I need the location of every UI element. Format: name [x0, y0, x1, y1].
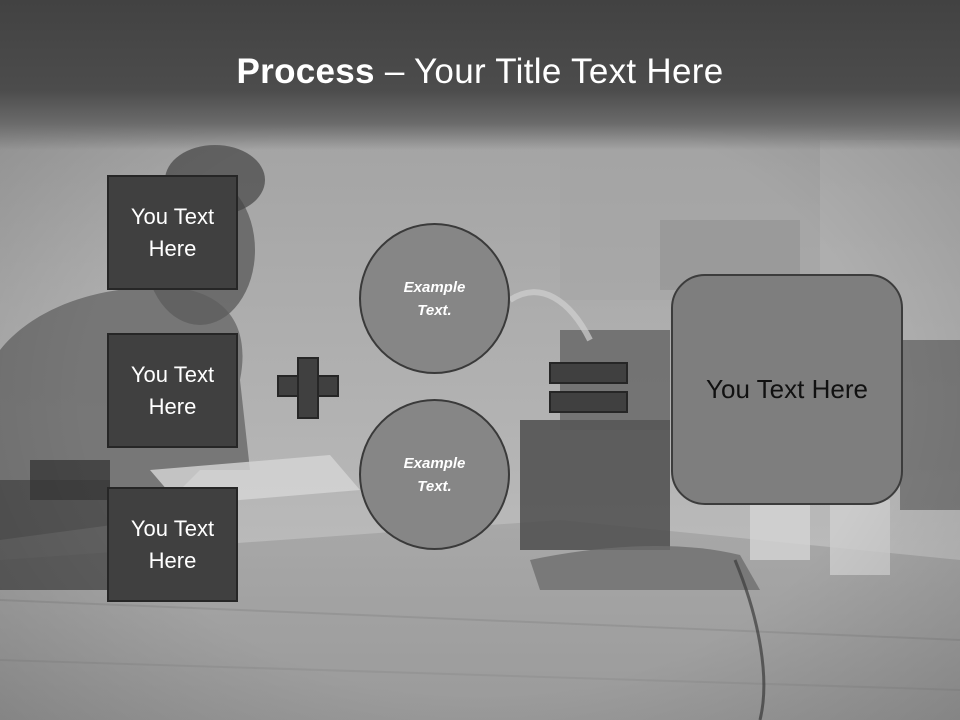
example-circle-1[interactable]: Example Text.: [359, 223, 510, 374]
input-box-3[interactable]: You Text Here: [107, 487, 238, 602]
input-box-2[interactable]: You Text Here: [107, 333, 238, 448]
equals-bottom-bar: [549, 391, 628, 413]
title-bold: Process: [236, 52, 375, 91]
result-label: You Text Here: [706, 374, 868, 404]
input-box-label: You Text Here: [130, 203, 215, 261]
circle-label: Example Text.: [403, 454, 466, 495]
input-box-1[interactable]: You Text Here: [107, 175, 238, 290]
example-circle-2[interactable]: Example Text.: [359, 399, 510, 550]
plus-center: [299, 377, 317, 395]
input-box-label: You Text Here: [130, 361, 215, 419]
circle-label: Example Text.: [403, 278, 466, 319]
slide-title[interactable]: Process – Your Title Text Here: [0, 52, 960, 92]
equals-top-bar: [549, 362, 628, 384]
title-rest: – Your Title Text Here: [374, 52, 724, 91]
input-box-label: You Text Here: [130, 515, 215, 573]
result-box[interactable]: You Text Here: [671, 274, 903, 505]
title-bar: [0, 0, 960, 150]
